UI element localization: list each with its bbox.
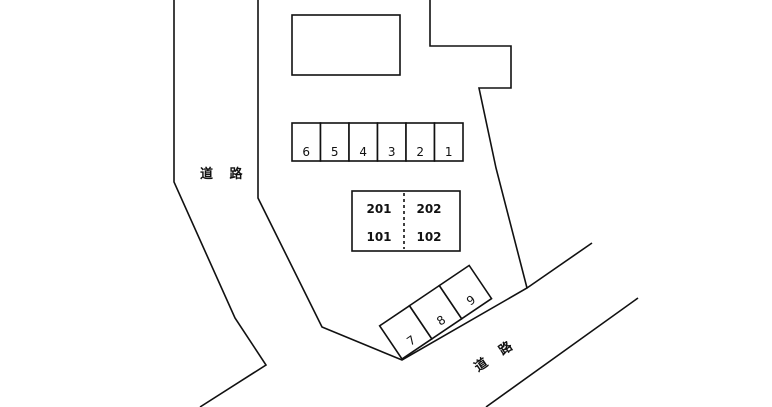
south-road-lower-edge <box>485 297 639 407</box>
parking-row-north: 6 5 4 3 2 1 <box>291 122 464 162</box>
parking-stall-label-3: 3 <box>388 145 396 159</box>
parking-stall-label-5: 5 <box>331 145 339 159</box>
parking-stall-label-6: 6 <box>302 145 310 159</box>
lot-boundary <box>257 0 528 361</box>
parking-stall-4 <box>348 122 379 162</box>
south-road: 道 路 <box>471 242 639 407</box>
unit-101: 101 <box>366 230 391 244</box>
unit-202: 202 <box>416 202 441 216</box>
parking-stall-9 <box>438 264 493 320</box>
parking-stall-1 <box>433 122 464 162</box>
parking-row-south: 789 <box>378 264 493 361</box>
parking-stall-label-2: 2 <box>416 145 424 159</box>
south-road-upper-edge <box>526 242 593 289</box>
storage-building <box>291 14 401 76</box>
parking-stall-label-4: 4 <box>359 145 367 159</box>
main-building: 201 202 101 102 <box>351 190 461 252</box>
west-road: 道 路 <box>173 0 268 407</box>
parking-stall-3 <box>376 122 407 162</box>
parking-stall-label-1: 1 <box>445 145 453 159</box>
building-outline <box>351 190 461 252</box>
unit-201: 201 <box>366 202 391 216</box>
south-road-label: 道 路 <box>471 335 520 375</box>
west-road-label: 道 路 <box>200 166 249 182</box>
unit-102: 102 <box>416 230 441 244</box>
west-road-left-edge <box>173 0 268 407</box>
